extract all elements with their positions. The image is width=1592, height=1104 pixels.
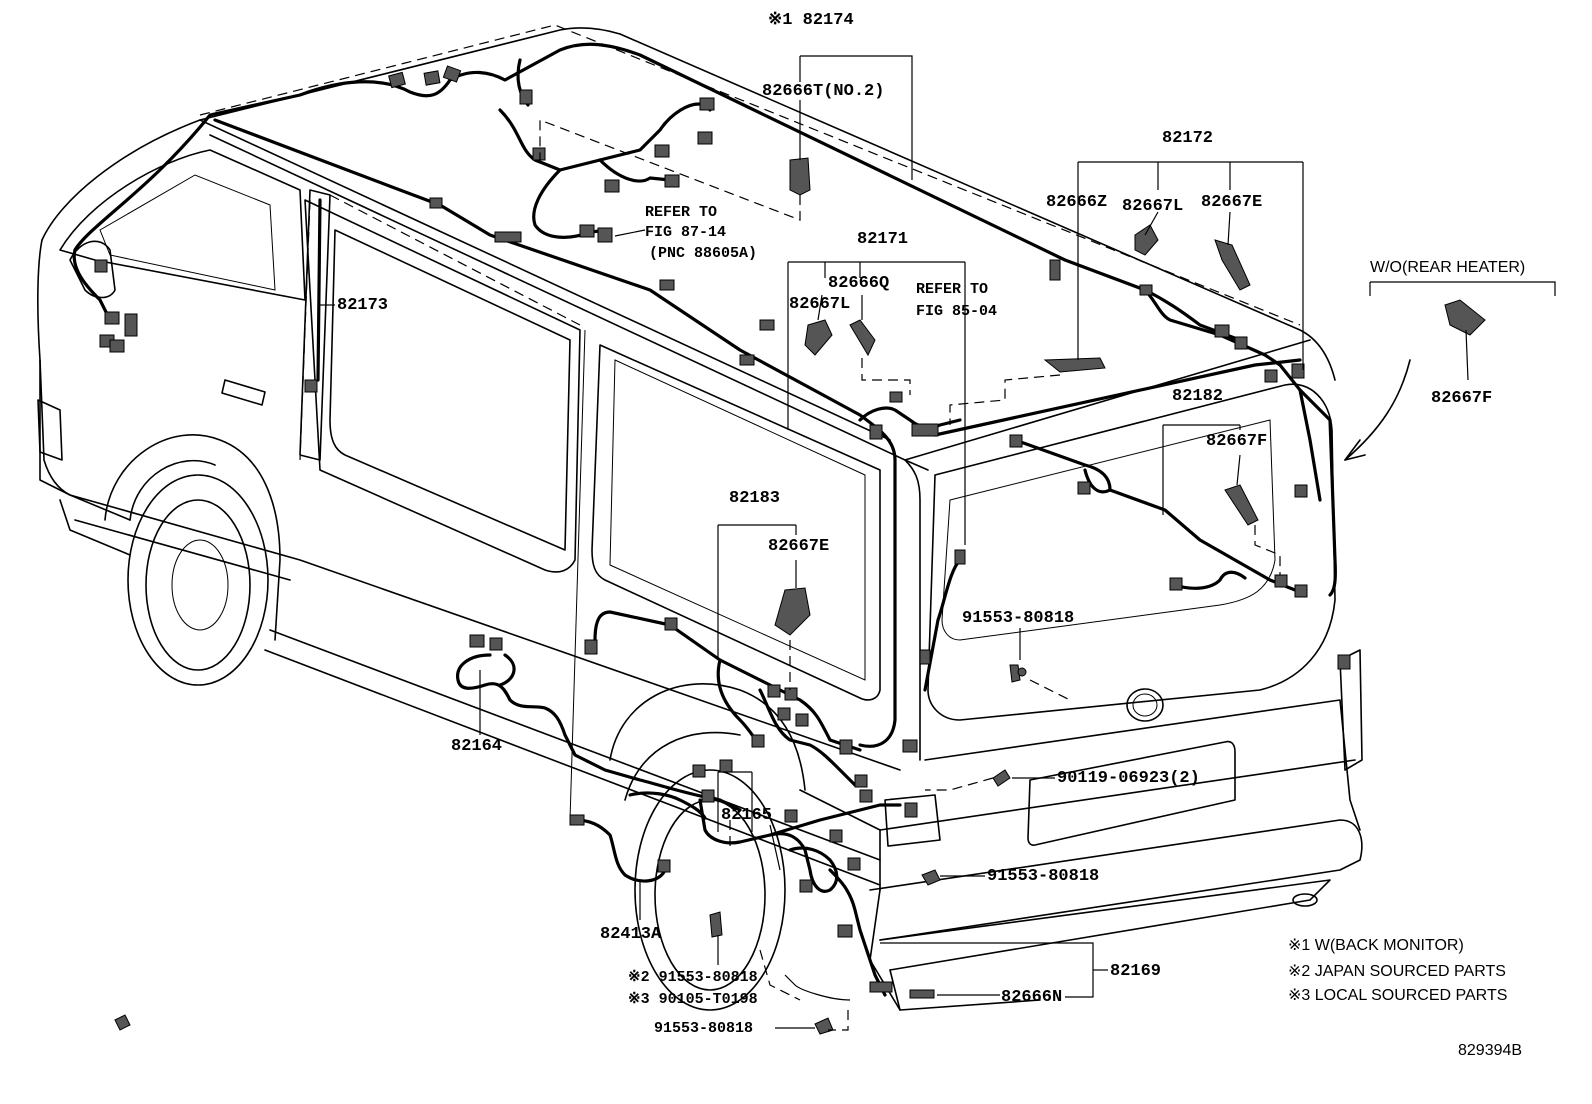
part-91553-80818-d-label: 91553-80818	[654, 1020, 754, 1037]
note-1: ※1 W(BACK MONITOR)	[1288, 937, 1464, 954]
part-82171-label: 82171	[857, 230, 909, 249]
refer-fig-87-14-line1: REFER TO	[645, 204, 718, 221]
part-82183-label: 82183	[729, 489, 781, 508]
part-82667l-top-label: 82667L	[1122, 197, 1184, 216]
refer-fig-87-14-line2: FIG 87-14	[645, 224, 727, 241]
clip-parts	[114, 157, 1486, 1035]
part-91553-80818-b-label: 91553-80818	[987, 867, 1100, 886]
part-82174-label: ※1 82174	[768, 11, 854, 30]
part-82667e-top-label: 82667E	[1201, 193, 1263, 212]
part-82666t-label: 82666T(NO.2)	[762, 82, 885, 101]
part-82666n-label: 82666N	[1001, 988, 1063, 1007]
part-82413a-label: 82413A	[600, 925, 662, 944]
part-82666q-label: 82666Q	[828, 274, 890, 293]
leader-lines	[320, 55, 1556, 1031]
van-body	[37, 24, 1363, 1011]
part-82667f-mid-label: 82667F	[1206, 432, 1268, 451]
diagram-id: 829394B	[1458, 1042, 1523, 1059]
part-82667l-mid-label: 82667L	[789, 295, 851, 314]
note-3: ※3 LOCAL SOURCED PARTS	[1288, 987, 1508, 1004]
part-82666z-label: 82666Z	[1046, 193, 1108, 212]
connectors	[94, 65, 1351, 999]
part-82165-label: 82165	[721, 806, 773, 825]
part-82667e-mid-label: 82667E	[768, 537, 830, 556]
part-82172-label: 82172	[1162, 129, 1214, 148]
refer-fig-85-04-line2: FIG 85-04	[916, 303, 998, 320]
part-90105-t0198-label: ※3 90105-T0198	[628, 991, 758, 1008]
wire-harnesses	[72, 42, 1337, 997]
refer-fig-85-04-line1: REFER TO	[916, 281, 989, 298]
part-82182-label: 82182	[1172, 387, 1224, 406]
refer-fig-87-14-line3: (PNC 88605A)	[649, 245, 758, 262]
part-91553-80818-c-label: ※2 91553-80818	[628, 969, 758, 986]
part-82667f-right-label: 82667F	[1431, 389, 1493, 408]
wo-rear-heater-label: W/O(REAR HEATER)	[1370, 259, 1526, 276]
part-90119-06923-label: 90119-06923(2)	[1057, 769, 1200, 788]
part-82164-label: 82164	[451, 737, 503, 756]
part-82169-label: 82169	[1110, 962, 1162, 981]
note-2: ※2 JAPAN SOURCED PARTS	[1288, 963, 1506, 980]
part-82173-label: 82173	[337, 296, 389, 315]
part-91553-80818-a-label: 91553-80818	[962, 609, 1075, 628]
